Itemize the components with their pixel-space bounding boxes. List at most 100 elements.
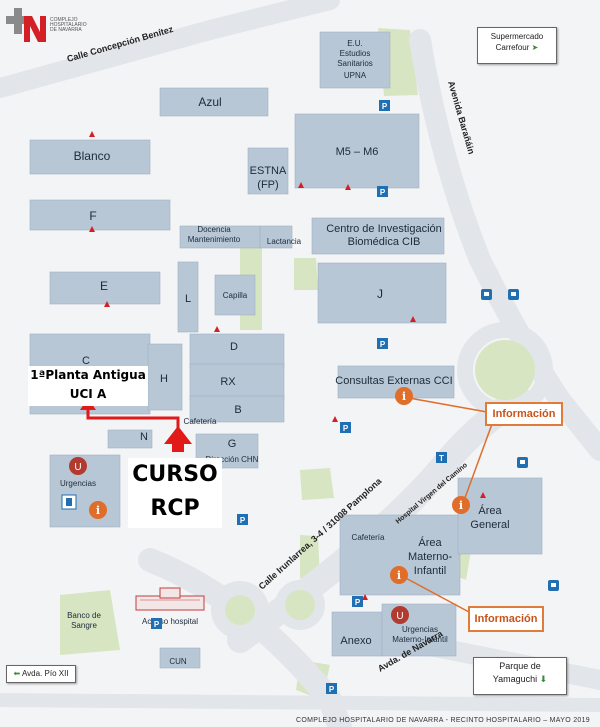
label-capilla: Capilla: [223, 291, 248, 300]
label-docencia-2: Mantenimiento: [188, 235, 241, 244]
building-f: [29, 199, 171, 231]
label-rx: RX: [220, 376, 236, 388]
building-cun: [159, 647, 201, 669]
label-direccion: Dirección CHN: [206, 455, 259, 464]
label-materno-3: Infantil: [414, 565, 446, 577]
buildings: [29, 31, 543, 669]
label-j: J: [377, 287, 383, 301]
label-cib-2: Biomédica CIB: [348, 236, 421, 248]
building-d: [189, 333, 285, 369]
taxi-icon: T: [436, 452, 447, 463]
svg-text:P: P: [380, 340, 386, 349]
svg-text:i: i: [459, 499, 463, 512]
entrance-marker-icon: [104, 301, 110, 307]
curso-label: CURSO: [132, 462, 218, 487]
label-eu: E.U.: [347, 39, 363, 48]
entrance-marker-icon: [410, 316, 416, 322]
planta-label: 1ªPlanta Antigua: [30, 368, 146, 382]
uci-overlay: 1ªPlanta Antigua UCI A: [28, 366, 148, 406]
svg-text:i: i: [397, 569, 401, 582]
arrow-right-icon: ➤: [531, 43, 539, 52]
label-f: F: [89, 209, 96, 223]
building-estna: [247, 147, 289, 195]
svg-text:P: P: [380, 188, 386, 197]
rcp-label: RCP: [150, 496, 200, 521]
hospital-access-icon: [135, 587, 205, 611]
footer-caption: COMPLEJO HOSPITALARIO DE NAVARRA - RECIN…: [296, 717, 590, 724]
logo-text: COMPLEJO HOSPITALARIO DE NAVARRA: [50, 18, 87, 33]
building-lactancia: [259, 225, 293, 249]
info-markers: i i i i: [89, 387, 493, 613]
label-area-general-2: General: [470, 519, 509, 531]
building-b: [189, 395, 285, 423]
building-e: [49, 271, 161, 305]
building-area-general: [457, 477, 543, 555]
info-icon: i: [89, 501, 107, 519]
chn-logo-icon: [6, 8, 46, 42]
info-icon: i: [452, 496, 470, 514]
bus-icon: [548, 580, 559, 591]
building-blanco: [29, 139, 151, 175]
svg-text:T: T: [439, 454, 444, 463]
svg-text:P: P: [355, 598, 361, 607]
building-l: [177, 261, 199, 333]
urgencias-icon: U: [69, 457, 87, 475]
building-anexo: [331, 611, 383, 657]
entrance-marker-icon: [89, 131, 95, 137]
parking-icon: P: [377, 186, 388, 197]
pio-xii-label: Avda. Pío XII: [21, 669, 69, 678]
yamaguchi-label: Yamaguchi: [492, 674, 538, 684]
roundabout-south-centre: [225, 595, 255, 625]
parking-icon: P: [340, 422, 351, 433]
building-cib: [311, 217, 445, 255]
building-h: [147, 343, 183, 411]
info-icon: i: [390, 566, 408, 584]
label-blanco: Blanco: [74, 149, 111, 163]
entrance-marker-icon: [362, 594, 368, 600]
svg-text:P: P: [343, 424, 349, 433]
label-h: H: [160, 373, 168, 385]
info-callout-line: [408, 397, 488, 413]
building-azul: [159, 87, 269, 117]
parking-icon: P: [326, 683, 337, 694]
route-line: [86, 404, 180, 430]
entrance-marker-icon: [332, 416, 338, 422]
label-c: C: [82, 355, 90, 367]
informacion-label-1: Información: [492, 408, 556, 420]
building-n: [107, 429, 153, 449]
label-l: L: [185, 293, 191, 305]
label-banco-2: Sangre: [71, 621, 97, 630]
building-capilla: [214, 274, 256, 316]
arrow-left-icon: ⬅: [13, 669, 21, 678]
bus-icon: [517, 457, 528, 468]
building-labels: E.U. Estudios Sanitarios UPNA Azul Blanc…: [60, 39, 510, 666]
label-estna: ESTNA: [250, 165, 287, 177]
label-cun: CUN: [169, 657, 187, 666]
roundabout-east-centre: [475, 340, 535, 400]
urgencias-markers: U U: [61, 457, 409, 624]
svg-text:i: i: [96, 504, 100, 517]
svg-text:U: U: [74, 462, 81, 473]
logo-line-3: DE NAVARRA: [50, 27, 82, 33]
supermercado-label: Supermercado: [490, 32, 544, 41]
info-callout-line: [399, 574, 470, 613]
info-icon: i: [395, 387, 413, 405]
info-callout-line: [461, 423, 493, 507]
building-j: [317, 262, 447, 324]
parque-label: Parque de: [499, 661, 541, 671]
label-n: N: [140, 431, 148, 443]
building-m5m6: [294, 113, 420, 189]
curso-rcp-overlay: CURSO RCP: [128, 458, 222, 528]
roundabout-west: [275, 580, 325, 630]
label-m5m6: M5 – M6: [336, 146, 379, 158]
parking-icon: P: [379, 100, 390, 111]
building-rx: [189, 363, 285, 401]
bus-icon: [481, 289, 492, 300]
svg-text:P: P: [329, 685, 335, 694]
entrance-marker-icon: [298, 182, 304, 188]
informacion-box-2: Información: [468, 606, 544, 632]
label-materno-1: Área: [418, 536, 442, 549]
entrance-marker-icon: [345, 184, 351, 190]
course-arrow-icon: [164, 426, 192, 452]
label-cafeteria-1: Cafetería: [184, 417, 217, 426]
